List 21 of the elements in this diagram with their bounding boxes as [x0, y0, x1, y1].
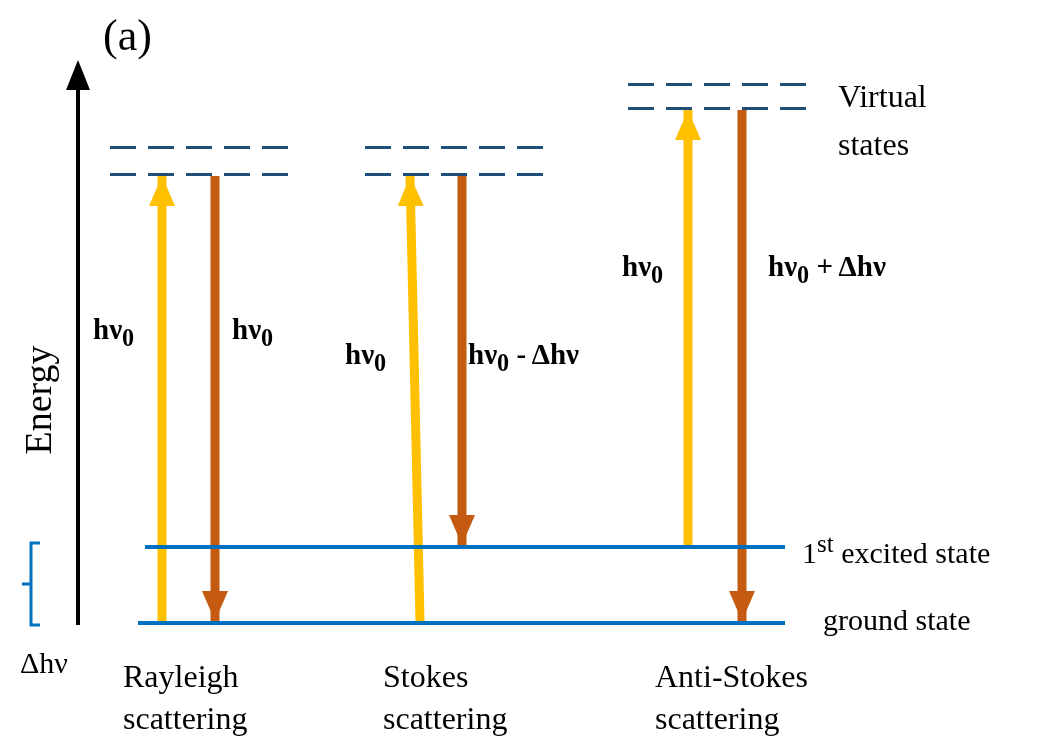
arrow	[397, 175, 425, 622]
level-label: Virtual states	[838, 77, 928, 164]
arrow	[675, 110, 701, 545]
column-label: Anti-Stokes scattering	[655, 657, 809, 738]
edge-label: hν$_{0}$	[232, 313, 274, 352]
axis-label: Energy	[16, 345, 60, 455]
edge-label: hν$_{0}$ - Δhν	[468, 338, 579, 377]
edge-label: hν$_{0}$	[345, 338, 387, 377]
column-label: Stokes scattering	[383, 657, 509, 738]
edge-label: hν$_{0}$	[93, 313, 135, 352]
level-label: 1$^{st}$ excited state	[802, 530, 991, 570]
edge-label: hν$_{0}$ + Δhν	[768, 250, 886, 289]
arrow	[729, 110, 755, 621]
gap-label: Δhν	[20, 646, 68, 680]
panel-label: (a)	[103, 10, 152, 61]
column-label: Rayleigh scattering	[123, 657, 249, 738]
arrow	[202, 176, 228, 621]
edge-label: hν$_{0}$	[622, 250, 664, 289]
arrow	[149, 176, 175, 621]
level-label: ground state	[823, 603, 971, 637]
arrow	[449, 176, 475, 545]
